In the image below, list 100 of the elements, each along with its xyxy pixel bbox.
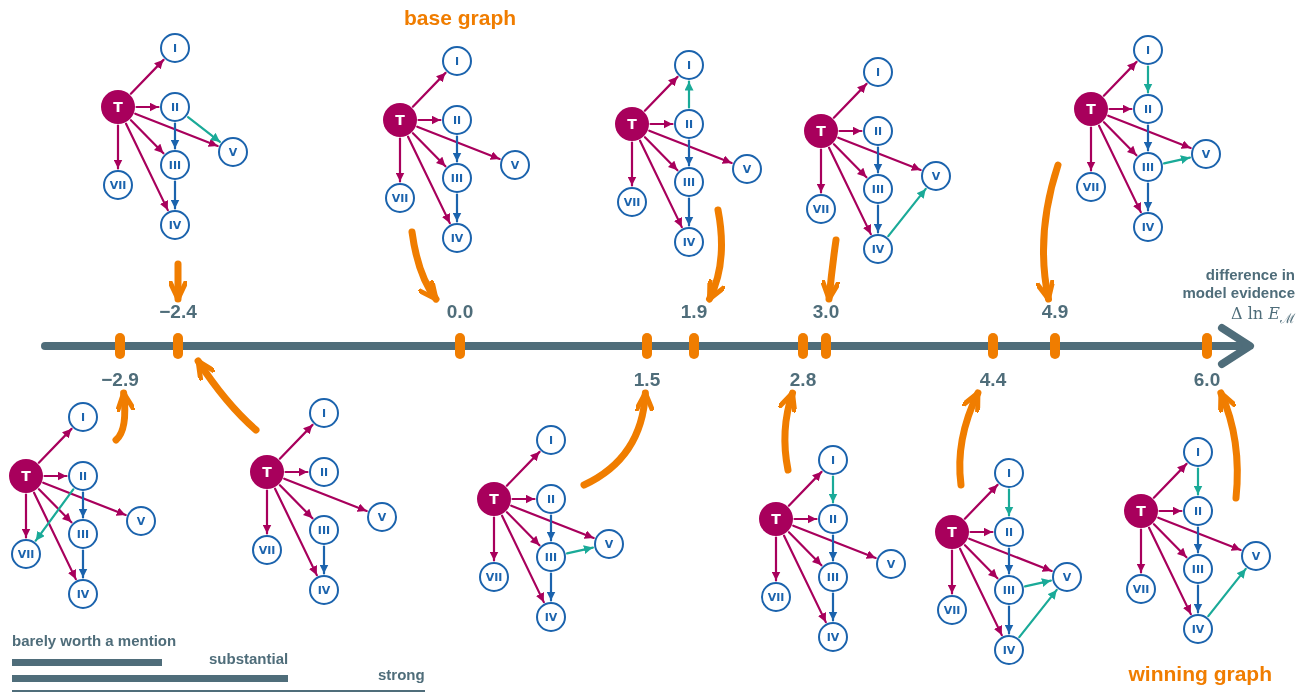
arrow [684,197,694,227]
node-circle: V [921,161,951,191]
node-circle: I [160,33,190,63]
arrow [1193,584,1203,614]
arrow [1024,578,1052,588]
filled-node-circle: T [383,103,417,137]
arrow [546,514,556,542]
node-circle: II [674,109,704,139]
curved-arrow [408,228,440,303]
node-circle: III [442,163,472,193]
node-circle: V [1191,139,1221,169]
node-circle: I [1133,35,1163,65]
node-circle: IV [442,223,472,253]
arrow [816,148,826,194]
node-circle: V [367,502,397,532]
arrow [627,141,637,187]
arrow [452,135,462,163]
value-label: 4.9 [1041,301,1069,323]
arrow [500,514,545,604]
filled-node-circle: T [9,459,43,493]
node-circle: IV [68,579,98,609]
arrow [278,423,314,460]
arrow [1157,516,1242,552]
arrow [417,115,442,125]
arrow [1107,114,1192,150]
arrow [873,204,883,234]
node-circle: V [218,137,248,167]
arrow [838,126,863,136]
arrow [452,193,462,223]
node-circle: VII [761,582,791,612]
scale-label: strong [378,666,425,683]
arrow [134,112,219,148]
arrow [406,135,451,225]
arrow [1143,65,1153,94]
node-circle: II [536,484,566,514]
filled-node-circle: T [477,482,511,516]
arrow [638,139,683,229]
curved-arrow [1217,389,1241,502]
arrow [505,511,541,547]
curved-arrow [112,389,136,444]
node-circle: III [68,519,98,549]
node-circle: I [536,425,566,455]
node-circle: III [863,174,893,204]
arrow [170,180,180,210]
node-circle: II [442,105,472,135]
node-circle: I [442,46,472,76]
value-label: 2.8 [789,369,817,391]
node-circle: III [1133,152,1163,182]
node-circle: IV [863,234,893,264]
node-circle: V [126,506,156,536]
arrow [34,488,75,542]
arrow [1143,182,1153,212]
arrow [505,450,541,487]
node-circle: VII [1126,574,1156,604]
arrow [411,132,447,168]
node-circle: II [863,116,893,146]
arrow [832,82,868,119]
arrow [643,75,679,112]
node-circle: VII [385,183,415,213]
arrow [947,549,957,595]
arrow [1004,547,1014,575]
node-circle: I [863,57,893,87]
arrow [837,136,922,172]
node-circle: I [309,398,339,428]
node-circle: VII [479,562,509,592]
node-circle: II [818,504,848,534]
arrow [278,484,314,520]
node-circle: VII [1076,172,1106,202]
arrow [411,71,447,108]
arrow [1163,155,1191,165]
arrow [1152,462,1188,499]
arrow [129,119,165,155]
node-circle: VII [103,170,133,200]
node-circle: V [500,150,530,180]
arrow [135,102,160,112]
arrow [510,504,595,540]
arrow [1136,528,1146,574]
annotation-label: winning graph [1128,662,1272,686]
node-circle: I [818,445,848,475]
arrow [792,524,877,560]
arrow [113,124,123,170]
arrow [968,537,1053,573]
value-label: 1.9 [680,301,708,323]
node-circle: V [594,529,624,559]
arrow [828,592,838,622]
filled-node-circle: T [1074,92,1108,126]
value-label: −2.9 [101,369,139,391]
arrow [887,187,927,238]
value-label: 6.0 [1193,369,1221,391]
arrow [284,467,309,477]
node-circle: III [309,515,339,545]
curved-arrow [706,206,727,303]
arrow [1097,124,1142,214]
arrow [78,549,88,579]
arrow [124,122,169,212]
arrow [129,58,165,95]
node-circle: IV [309,575,339,605]
node-circle: VII [937,595,967,625]
curved-arrow [194,357,260,434]
arrow [37,427,73,464]
